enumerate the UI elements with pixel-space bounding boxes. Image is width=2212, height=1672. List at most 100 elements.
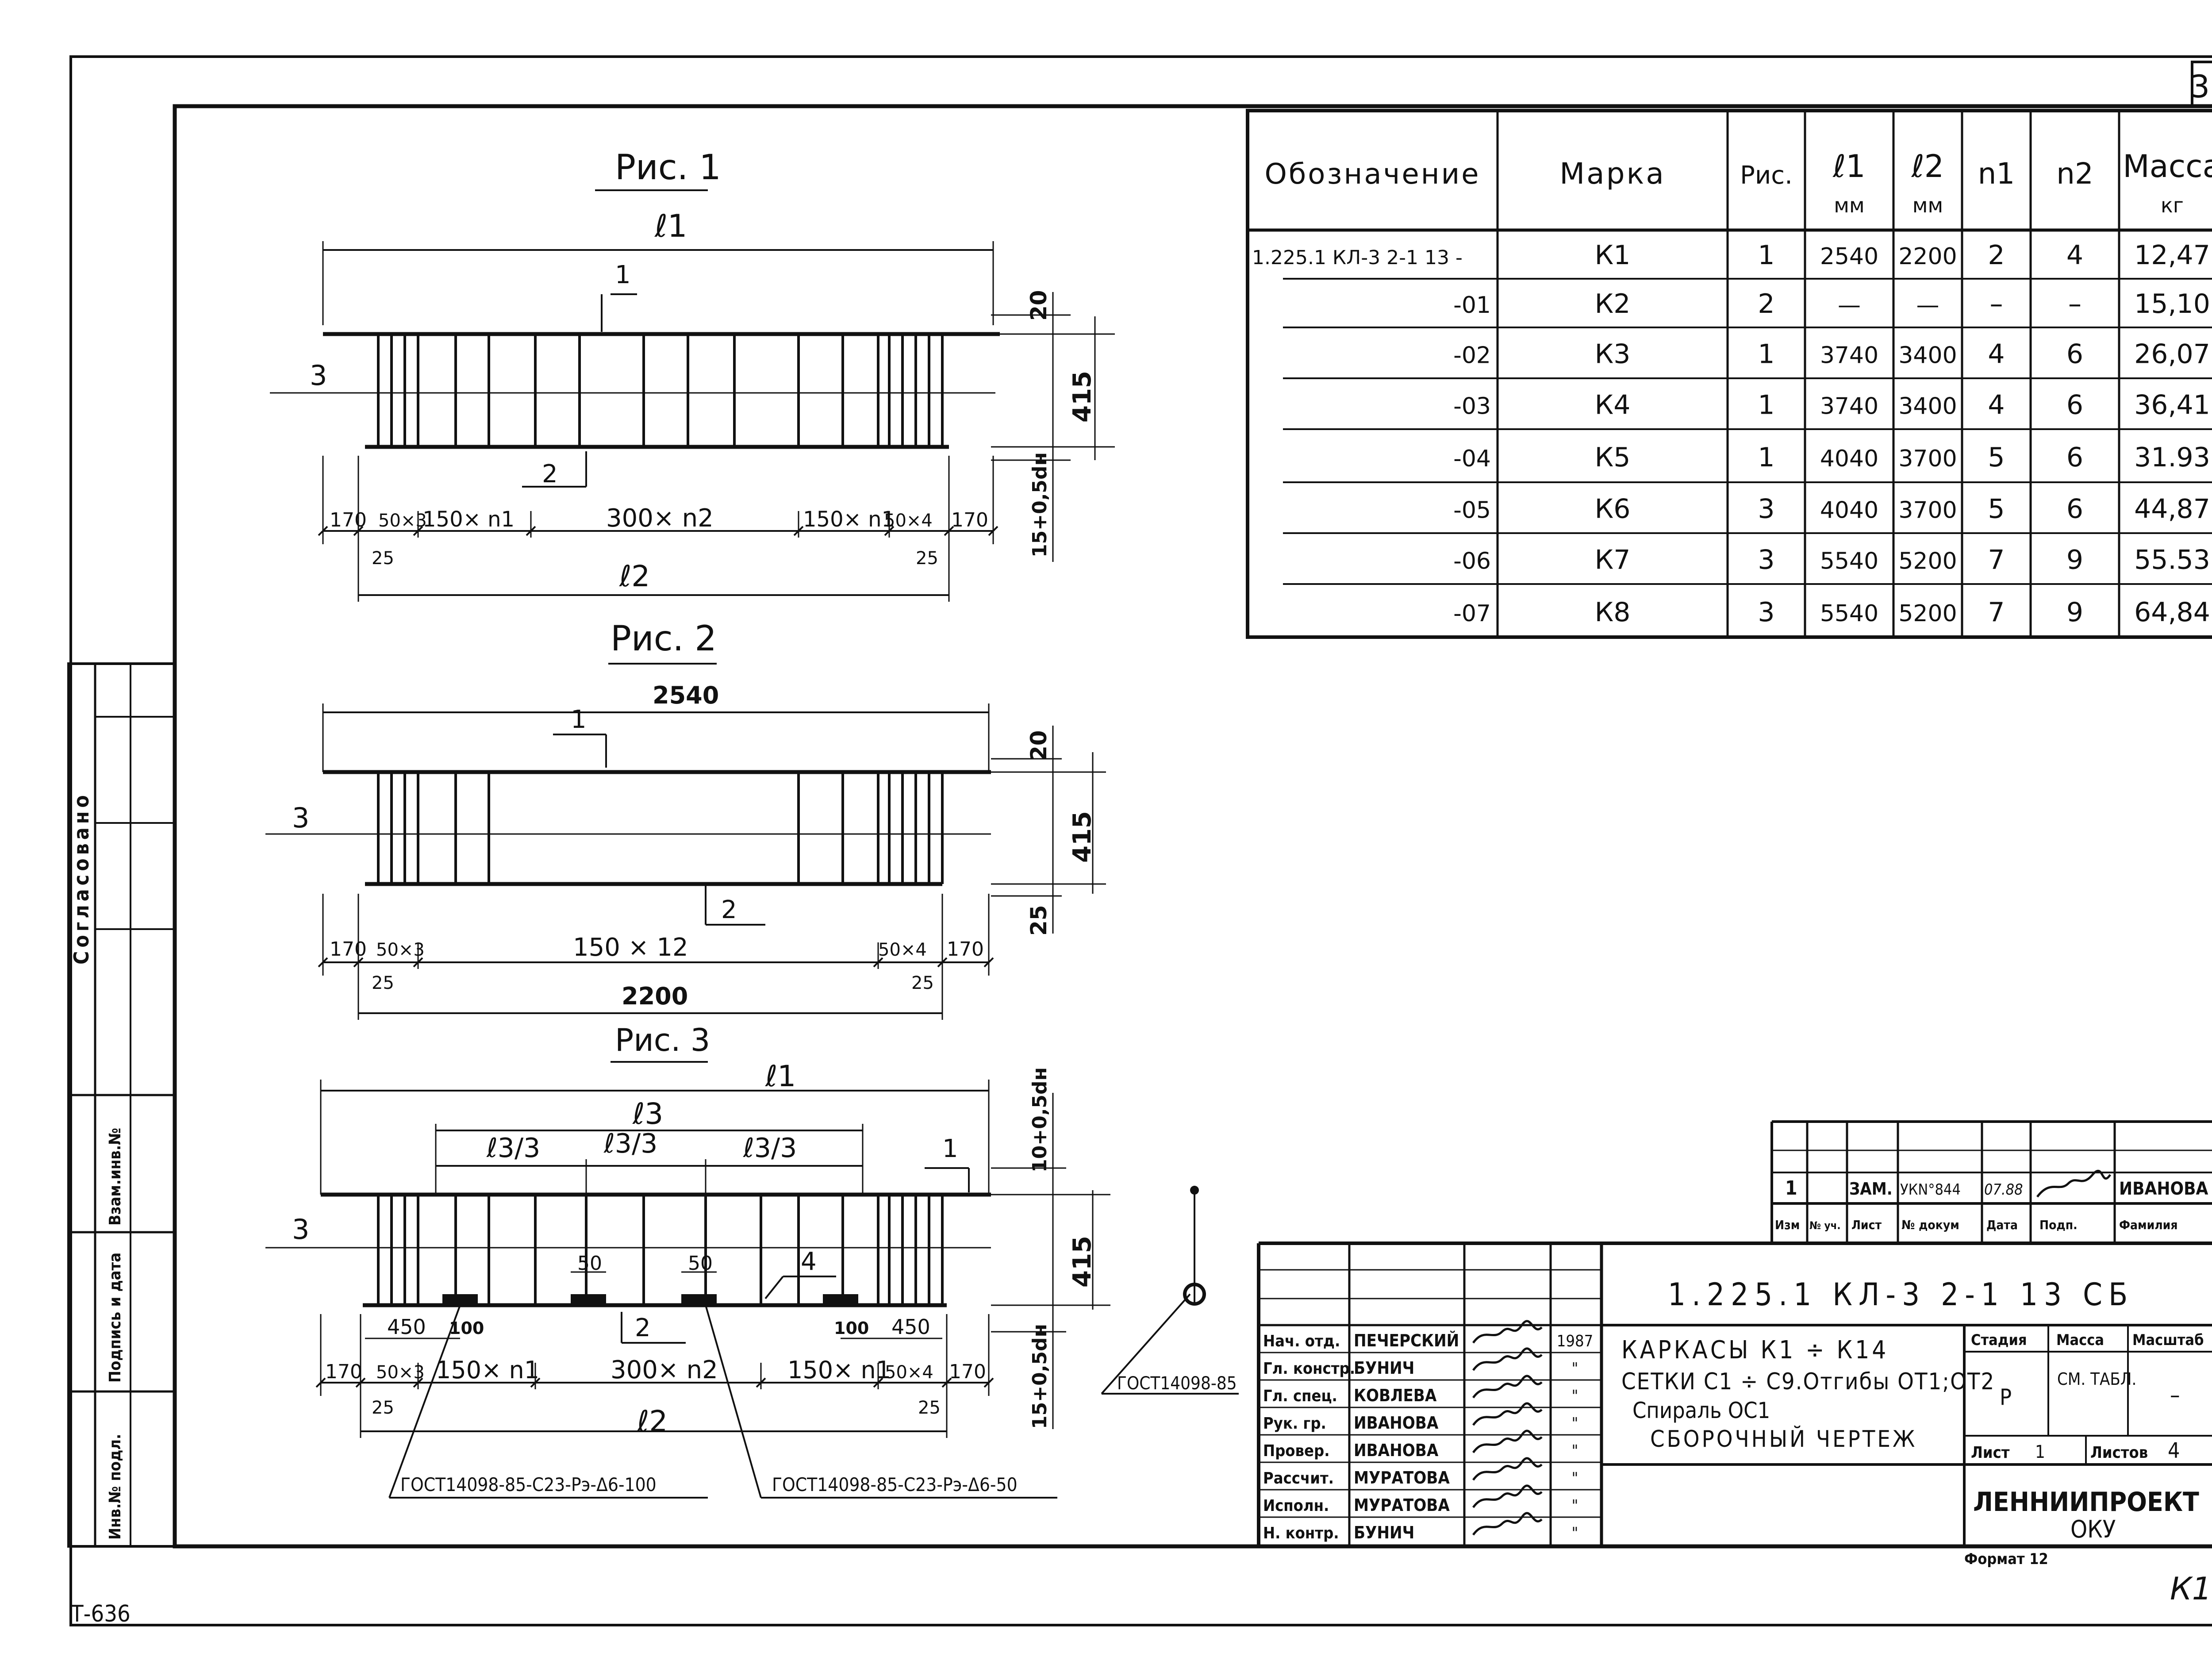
fig2-dim-415: 415 (1068, 811, 1097, 863)
spec-cell-l2: 3400 (1898, 342, 1957, 369)
gost-right: ГОСТ14098-85-С23-Рэ-Δ6-50 (772, 1474, 1018, 1495)
fig2-dim-ticks (318, 942, 994, 969)
spec-cell-mass: 26,07 (2134, 339, 2210, 370)
spec-cell-l2: 3700 (1898, 446, 1957, 472)
hdr-mark: Марка (1559, 157, 1666, 191)
rev-signature (2036, 1170, 2112, 1198)
spec-cell-l1: 3740 (1820, 393, 1878, 420)
dim-tick (413, 957, 423, 968)
spec-cell-fig: 3 (1758, 545, 1774, 576)
fig2-dim-20: 20 (1026, 730, 1052, 761)
fig1-transverse-rods (377, 334, 944, 447)
title-desc-4: СБОРОЧНЫЙ ЧЕРТЕЖ (1650, 1426, 1917, 1453)
mass-value: СМ. ТАБЛ. (2057, 1369, 2136, 1389)
staff-name: КОВЛЕВА (1354, 1386, 1437, 1405)
dim-tick (315, 1377, 326, 1388)
fig3-dim-450-right: 450 (891, 1315, 930, 1339)
dim-tick (413, 1377, 423, 1388)
hdr-l2: ℓ2 (1911, 148, 1944, 184)
dim-tick (793, 526, 804, 536)
staff-name: ИВАНОВА (1354, 1441, 1439, 1460)
staff-date: " (1572, 1360, 1578, 1378)
fig1-dim-25-left: 25 (372, 548, 394, 569)
fig3-l1-label: ℓ1 (765, 1059, 796, 1093)
rev-surname: ИВАНОВА (2119, 1179, 2208, 1199)
spec-cell-designation: -03 (1453, 393, 1491, 420)
spec-cell-n1: 2 (1988, 240, 2005, 271)
spec-cell-n2: 6 (2066, 390, 2083, 421)
org-name: ЛЕННИИПРОЕКТ (1973, 1487, 2199, 1518)
weld-plate-mid-2 (681, 1294, 717, 1304)
fig2-label-3: 3 (292, 802, 309, 834)
fig2-dim-50x4: 50×4 (878, 940, 927, 960)
staff-name: БУНИЧ (1354, 1358, 1414, 1378)
fig1-dim-150n1-right: 150× n1 (803, 507, 895, 532)
staff-signature (1472, 1512, 1543, 1536)
fig2-transverse-rods (377, 772, 944, 884)
staff-date: 1987 (1557, 1332, 1593, 1350)
weld-plate-mid-1 (571, 1294, 606, 1304)
dim-tick (983, 957, 994, 968)
fig1-callout-2: 2 (542, 460, 558, 488)
staff-signature (1472, 1347, 1543, 1371)
fig1-l1-label: ℓ1 (654, 208, 687, 244)
spec-cell-l1: 5540 (1820, 548, 1878, 575)
rev-doc: УКN°844 (1900, 1181, 1961, 1199)
spec-cell-mark: К7 (1595, 545, 1631, 576)
fig3-callout-1: 1 (942, 1134, 958, 1163)
fig3-dim-415: 415 (1068, 1236, 1097, 1288)
spec-cell-designation: -02 (1453, 342, 1491, 369)
staff-role: Провер. (1263, 1442, 1330, 1460)
spec-cell-designation: -01 (1453, 292, 1491, 319)
fig3-dim-ticks (315, 1363, 994, 1389)
spec-cell-designation: 1.225.1 КЛ-3 2-1 13 - (1252, 246, 1463, 269)
spec-cell-n2: 4 (2066, 240, 2083, 271)
fig3-label-3: 3 (292, 1213, 309, 1245)
fig3-dim-150n1-left: 150× n1 (436, 1356, 539, 1384)
staff-signature (1472, 1375, 1543, 1399)
staff-date: " (1572, 1387, 1578, 1405)
spec-table-grid (1248, 111, 2212, 637)
title-desc-3: Спираль ОС1 (1632, 1398, 1770, 1423)
staff-date: " (1572, 1469, 1578, 1488)
figure-3: Рис. 3 ℓ1 ℓ3 ℓ3/3 ℓ3/3 ℓ3/3 3 1 4 (265, 1022, 1239, 1499)
dim-tick (873, 1377, 883, 1388)
side-stamp: Согласовано Взам.инв.№ Подпись и дата Ин… (67, 662, 176, 1548)
gost-detail: ГОСТ14098-85 (1117, 1373, 1237, 1394)
fig3-l3-third-1: ℓ3/3 (486, 1133, 540, 1164)
spec-cell-designation: -05 (1453, 497, 1491, 524)
staff-date: " (1572, 1497, 1578, 1515)
org-dept: ОКУ (2070, 1515, 2116, 1543)
fig2-dim-25v: 25 (1026, 905, 1052, 936)
fig1-l2-label: ℓ2 (619, 559, 650, 593)
weld-plate-right (823, 1294, 858, 1304)
fig3-transverse-rods (377, 1195, 944, 1305)
staff-role: Исполн. (1263, 1497, 1329, 1515)
dim-tick (353, 526, 364, 536)
spec-cell-n1: 7 (1988, 597, 2005, 628)
revision-block: 1 ЗАМ. УКN°844 07.88 ИВАНОВА Изм № уч. Л… (1770, 1120, 2212, 1243)
scale-label: Масштаб (2132, 1331, 2204, 1349)
fig3-dim-50-b: 50 (688, 1252, 713, 1275)
gost-left: ГОСТ14098-85-С23-Рэ-Δ6-100 (400, 1474, 657, 1495)
spec-cell-l2: 5200 (1898, 600, 1957, 627)
hdr-fig: Рис. (1740, 161, 1793, 190)
spec-cell-n2: 9 (2066, 545, 2083, 576)
fig2-l2-value: 2200 (622, 982, 688, 1010)
agreed-label: Согласовано (69, 792, 93, 965)
spec-cell-fig: 1 (1758, 390, 1774, 421)
spec-cell-n1: 7 (1988, 545, 2005, 576)
staff-date: " (1572, 1524, 1578, 1542)
rev-h-uch: № уч. (1809, 1219, 1841, 1232)
fig1-dim-415: 415 (1068, 371, 1097, 423)
fig1-dim-150n1-left: 150× n1 (422, 507, 515, 532)
spec-cell-n2: 6 (2066, 339, 2083, 370)
hdr-n2: n2 (2056, 157, 2093, 191)
staff-name: БУНИЧ (1354, 1523, 1414, 1542)
spec-cell-n1: – (1990, 288, 2003, 319)
fig2-callout-2: 2 (721, 896, 737, 924)
format-label: Формат 12 (1964, 1550, 2048, 1568)
fig1-dim-15-05dn: 15+0,5dн (1029, 452, 1051, 557)
